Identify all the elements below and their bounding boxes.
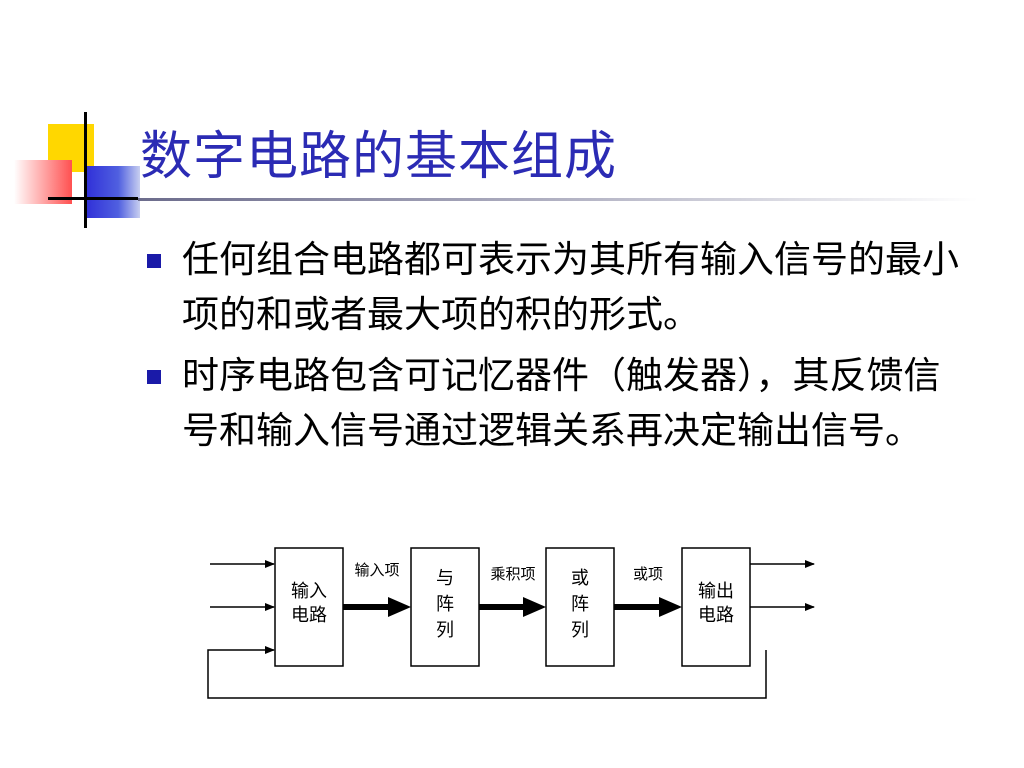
bullet-text: 任何组合电路都可表示为其所有输入信号的最小项的和或者最大项的积的形式。 xyxy=(182,238,959,336)
decor-blue-square xyxy=(86,166,140,218)
output-circuit-label-2: 电路 xyxy=(698,605,734,626)
or-array-label-2: 阵 xyxy=(571,594,589,615)
bullet-list: 任何组合电路都可表示为其所有输入信号的最小项的和或者最大项的积的形式。 时序电路… xyxy=(144,232,994,464)
and-array-label-3: 列 xyxy=(436,620,454,641)
decor-vertical-line xyxy=(84,112,87,228)
thick-arrow-2 xyxy=(479,597,546,617)
input-circuit-label-1: 输入 xyxy=(291,581,327,602)
product-terms-label: 乘积项 xyxy=(490,565,535,583)
slide-title: 数字电路的基本组成 xyxy=(140,127,618,187)
thick-arrow-3 xyxy=(614,597,682,617)
and-array-label-1: 与 xyxy=(436,568,454,589)
or-array-label-1: 或 xyxy=(571,568,589,589)
sequential-circuit-diagram: 输入项 乘积项 或项 输入 电路 与 阵 列 或 阵 列 输出 电路 xyxy=(207,547,815,699)
or-terms-label: 或项 xyxy=(633,565,663,583)
bullet-item: 任何组合电路都可表示为其所有输入信号的最小项的和或者最大项的积的形式。 xyxy=(144,232,994,342)
feedback-loop-line xyxy=(207,646,767,699)
bullet-square-icon xyxy=(147,254,161,268)
input-terms-label: 输入项 xyxy=(354,561,399,579)
decor-horizontal-line xyxy=(48,197,138,200)
thick-arrow-1 xyxy=(343,597,411,617)
bullet-text: 时序电路包含可记忆器件（触发器），其反馈信号和输入信号通过逻辑关系再决定输出信号… xyxy=(182,354,941,452)
title-underline xyxy=(138,198,978,201)
and-array-label-2: 阵 xyxy=(436,594,454,615)
output-circuit-label-1: 输出 xyxy=(698,581,734,602)
bullet-item: 时序电路包含可记忆器件（触发器），其反馈信号和输入信号通过逻辑关系再决定输出信号… xyxy=(144,348,994,458)
decor-red-square xyxy=(14,160,72,204)
input-circuit-label-2: 电路 xyxy=(291,605,327,626)
or-array-block xyxy=(545,547,615,667)
or-array-label-3: 列 xyxy=(571,620,589,641)
bullet-square-icon xyxy=(147,370,161,384)
output-circuit-block xyxy=(681,547,751,667)
